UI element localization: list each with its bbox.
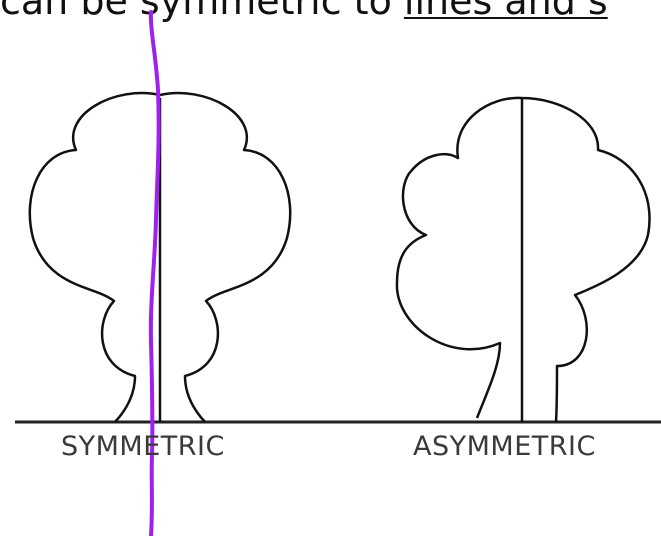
label-asymmetric: ASYMMETRIC bbox=[413, 431, 596, 462]
label-symmetric: SYMMETRIC bbox=[61, 431, 225, 462]
